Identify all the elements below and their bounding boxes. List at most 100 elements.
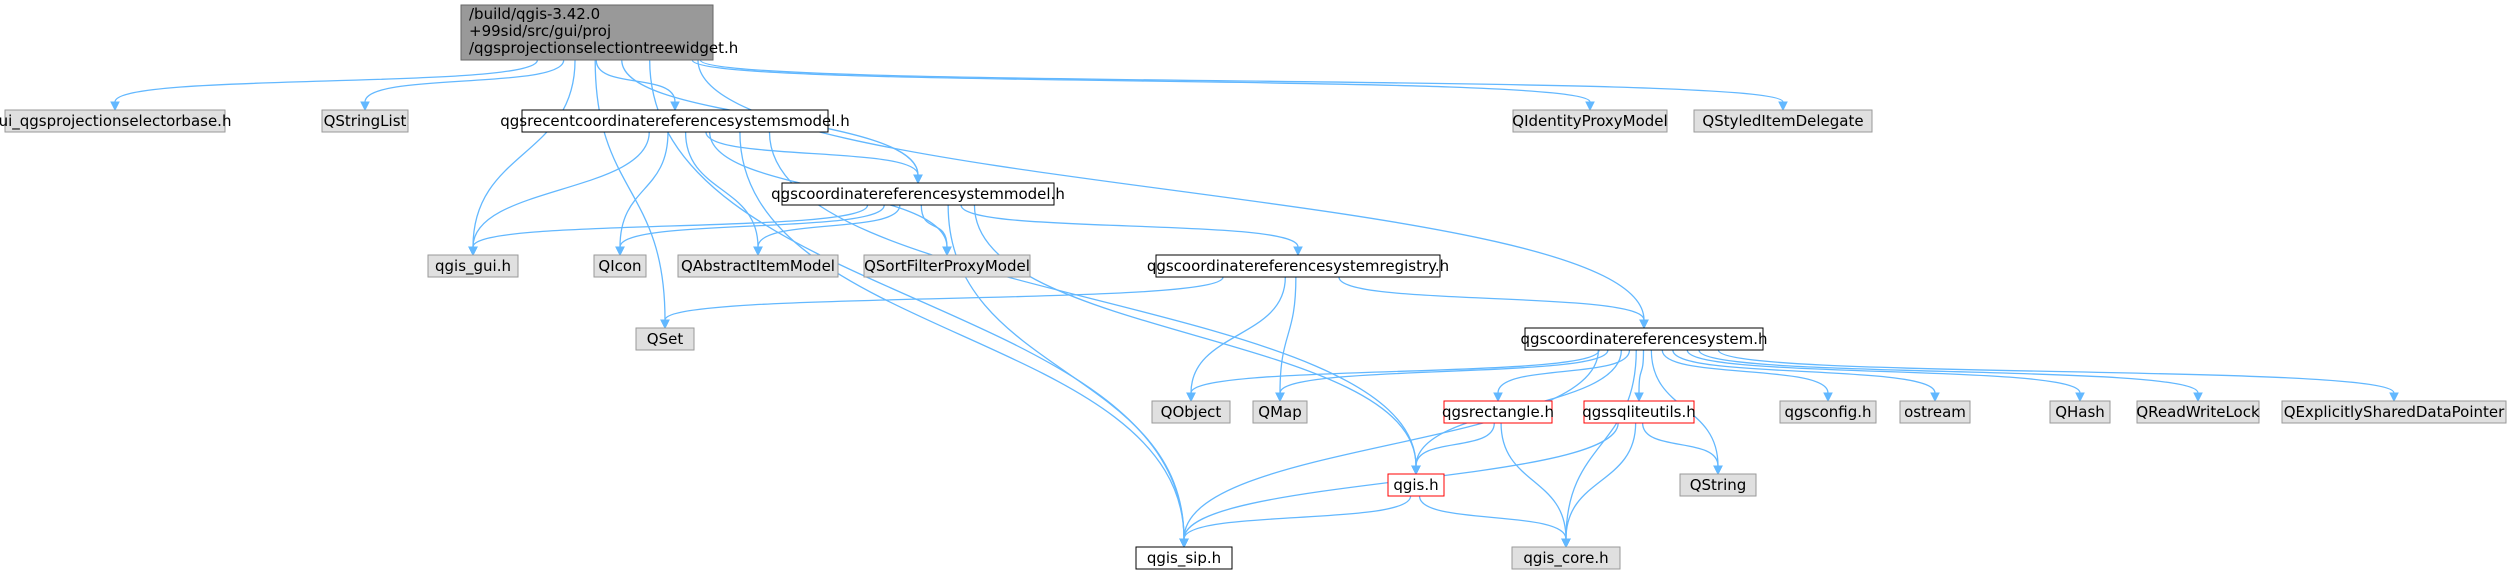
arrowhead-icon bbox=[753, 246, 763, 257]
edge-root-to-qgis_sip bbox=[649, 59, 1189, 549]
node-box[interactable] bbox=[1511, 546, 1621, 570]
node-box[interactable] bbox=[1387, 473, 1445, 497]
node-label: QReadWriteLock bbox=[2136, 403, 2260, 421]
arrowhead-icon bbox=[913, 174, 923, 185]
node-label: qgis.h bbox=[1393, 476, 1438, 494]
edge-crs_model-to-qgis_h bbox=[973, 204, 1421, 476]
node-box[interactable] bbox=[2281, 400, 2507, 424]
node-box[interactable] bbox=[1524, 327, 1764, 351]
node-qicon[interactable]: QIcon bbox=[593, 254, 647, 278]
node-qgis_gui[interactable]: qgis_gui.h bbox=[427, 254, 519, 278]
node-qsortfilter[interactable]: QSortFilterProxyModel bbox=[863, 254, 1031, 278]
node-ui_base[interactable]: ui_qgsprojectionselectorbase.h bbox=[0, 109, 231, 133]
node-qstyleddelegate[interactable]: QStyledItemDelegate bbox=[1693, 109, 1873, 133]
node-qexplicitly[interactable]: QExplicitlySharedDataPointer bbox=[2281, 400, 2507, 424]
edge-line bbox=[705, 131, 919, 176]
node-qstringlist[interactable]: QStringList bbox=[321, 109, 409, 133]
node-qmap[interactable]: QMap bbox=[1252, 400, 1308, 424]
node-box[interactable] bbox=[1512, 109, 1668, 133]
node-crs_model[interactable]: qgscoordinatereferencesystemmodel.h bbox=[771, 182, 1065, 206]
node-box[interactable] bbox=[1679, 473, 1757, 497]
node-label: ostream bbox=[1904, 403, 1966, 421]
edge-line bbox=[1418, 495, 1567, 540]
edge-line bbox=[114, 59, 539, 103]
arrowhead-icon bbox=[1823, 392, 1833, 403]
arrowhead-icon bbox=[670, 101, 680, 112]
node-label: ui_qgsprojectionselectorbase.h bbox=[0, 112, 231, 131]
node-qgsrectangle[interactable]: qgsrectangle.h bbox=[1442, 400, 1554, 424]
edge-root-to-qgis_gui bbox=[468, 59, 576, 257]
node-box[interactable] bbox=[2049, 400, 2111, 424]
edge-line bbox=[1500, 422, 1567, 540]
node-box[interactable] bbox=[427, 254, 519, 278]
node-qhash[interactable]: QHash bbox=[2049, 400, 2111, 424]
node-crs[interactable]: qgscoordinatereferencesystem.h bbox=[1521, 327, 1768, 351]
node-box[interactable] bbox=[4, 109, 226, 133]
node-label: QSet bbox=[647, 330, 684, 348]
node-box[interactable] bbox=[321, 109, 409, 133]
edge-crs_model-to-qgis_gui bbox=[468, 204, 869, 257]
edge-line bbox=[472, 59, 576, 248]
node-box[interactable] bbox=[1583, 400, 1695, 424]
node-qstring[interactable]: QString bbox=[1679, 473, 1757, 497]
edge-recent_model-to-qabstractitem bbox=[684, 131, 763, 257]
node-box[interactable] bbox=[677, 254, 839, 278]
node-root[interactable]: /build/qgis-3.42.0+99sid/src/gui/proj/qg… bbox=[460, 4, 738, 61]
arrowhead-icon bbox=[1634, 392, 1644, 403]
node-qgsconfig[interactable]: qgsconfig.h bbox=[1779, 400, 1877, 424]
node-ostream[interactable]: ostream bbox=[1899, 400, 1971, 424]
edge-line bbox=[1565, 349, 1637, 540]
edge-line bbox=[1190, 276, 1286, 394]
node-box[interactable] bbox=[521, 109, 829, 133]
arrowhead-icon bbox=[1411, 465, 1421, 476]
node-box[interactable] bbox=[2136, 400, 2260, 424]
edge-line bbox=[739, 131, 1185, 540]
arrowhead-icon bbox=[1179, 538, 1189, 549]
edge-qgis_h-to-qgis_core bbox=[1418, 495, 1571, 549]
arrowhead-icon bbox=[660, 319, 670, 330]
node-qgis_h[interactable]: qgis.h bbox=[1387, 473, 1445, 497]
node-qidentityproxy[interactable]: QIdentityProxyModel bbox=[1512, 109, 1668, 133]
node-crs_registry[interactable]: qgscoordinatereferencesystemregistry.h bbox=[1147, 254, 1449, 278]
node-box[interactable] bbox=[1693, 109, 1873, 133]
node-box[interactable] bbox=[593, 254, 647, 278]
edge-line bbox=[1279, 276, 1297, 394]
node-label: QAbstractItemModel bbox=[681, 257, 835, 275]
edge-recent_model-to-qicon bbox=[615, 131, 669, 257]
node-box[interactable] bbox=[1135, 546, 1233, 570]
edge-qgis_h-to-qgis_sip bbox=[1179, 495, 1412, 549]
arrowhead-icon bbox=[1561, 538, 1571, 549]
node-qset[interactable]: QSet bbox=[635, 327, 695, 351]
node-qabstractitem[interactable]: QAbstractItemModel bbox=[677, 254, 839, 278]
edge-crs_registry-to-qset bbox=[660, 276, 1224, 330]
node-box[interactable] bbox=[1151, 400, 1231, 424]
node-box[interactable] bbox=[1899, 400, 1971, 424]
arrowhead-icon bbox=[2389, 392, 2399, 403]
edge-line bbox=[619, 204, 885, 248]
edge-line bbox=[1717, 349, 2395, 394]
node-box[interactable] bbox=[781, 182, 1055, 206]
node-qgssqliteutils[interactable]: qgssqliteutils.h bbox=[1582, 400, 1696, 424]
edge-crs-to-qhash bbox=[1686, 349, 2085, 403]
edge-line bbox=[594, 59, 666, 321]
edge-line bbox=[1672, 349, 1936, 394]
node-box[interactable] bbox=[1252, 400, 1308, 424]
node-box[interactable] bbox=[1443, 400, 1553, 424]
node-qreadwritelock[interactable]: QReadWriteLock bbox=[2136, 400, 2260, 424]
node-qgis_core[interactable]: qgis_core.h bbox=[1511, 546, 1621, 570]
node-box[interactable] bbox=[1155, 254, 1441, 278]
node-box[interactable] bbox=[863, 254, 1031, 278]
node-qobject[interactable]: QObject bbox=[1151, 400, 1231, 424]
edge-line bbox=[1698, 349, 2199, 394]
node-recent_model[interactable]: qgsrecentcoordinatereferencesystemsmodel… bbox=[500, 109, 850, 133]
node-qgis_sip[interactable]: qgis_sip.h bbox=[1135, 546, 1233, 570]
node-box[interactable] bbox=[635, 327, 695, 351]
edge-line bbox=[1415, 422, 1495, 467]
node-box[interactable] bbox=[460, 4, 714, 61]
edge-line bbox=[1279, 349, 1609, 394]
arrowhead-icon bbox=[360, 101, 370, 112]
node-box[interactable] bbox=[1779, 400, 1877, 424]
edge-crs_registry-to-qmap bbox=[1275, 276, 1297, 403]
edge-line bbox=[960, 204, 1299, 248]
node-label: QIcon bbox=[598, 257, 641, 275]
